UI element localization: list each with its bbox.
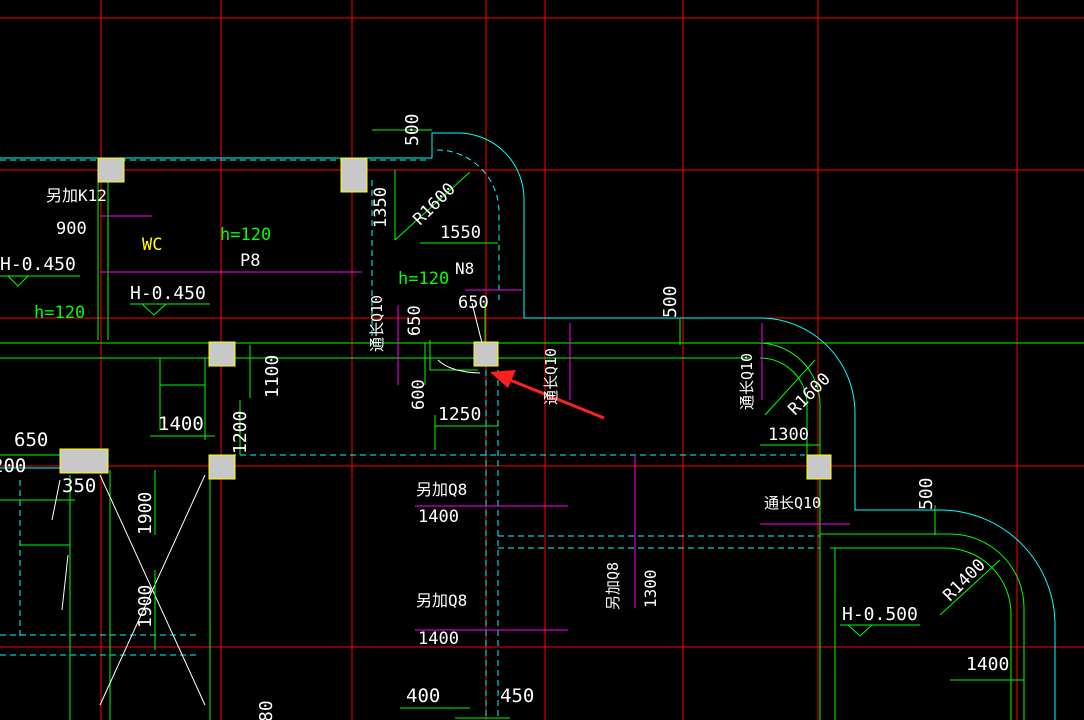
slab-edge-inner-arc	[436, 149, 500, 300]
dim-label: 650	[14, 429, 48, 451]
dim-label: 600	[409, 379, 429, 410]
dim-label: 350	[62, 475, 96, 497]
rebar-lines	[100, 215, 850, 631]
radius-label: R1600	[409, 179, 459, 229]
elevation-markers	[0, 275, 920, 637]
columns	[59, 157, 832, 480]
dim-label: 1400	[966, 654, 1009, 675]
dim-label: 1350	[371, 187, 391, 228]
dim-label: 500	[402, 113, 423, 146]
dim-line	[764, 359, 816, 416]
slab-thickness-label: h=120	[398, 269, 449, 289]
slab-code-label: P8	[240, 251, 260, 271]
column[interactable]	[340, 157, 368, 193]
dim-label: 1400	[418, 507, 459, 527]
elevation-label: H-0.500	[842, 604, 918, 625]
arrow-head	[490, 370, 516, 388]
dim-label: 400	[406, 685, 440, 707]
walls	[0, 180, 1084, 720]
rebar-label: 另加Q8	[604, 562, 622, 610]
dim-label: 1100	[262, 355, 283, 398]
rebar-label: 通长Q10	[738, 353, 756, 410]
construction-line	[471, 302, 483, 344]
elevation-triangle-icon	[140, 303, 168, 316]
wall-arc-lower	[820, 533, 1025, 720]
wall-arc-right-inner	[759, 357, 808, 455]
rebar-label: 通长Q10	[764, 494, 821, 512]
elevation-triangle-icon	[846, 624, 874, 637]
column[interactable]	[208, 454, 236, 480]
dim-label: 1900	[135, 585, 156, 628]
construction-lines	[51, 302, 483, 706]
dim-label: 1300	[768, 425, 809, 445]
column-highlighted[interactable]	[473, 341, 499, 367]
column[interactable]	[208, 341, 236, 367]
elevation-label: H-0.450	[0, 254, 76, 275]
dim-label: 650	[458, 293, 489, 313]
dim-label: 1200	[230, 411, 251, 454]
slab-thickness-label: h=120	[220, 225, 271, 245]
slab-code-label: N8	[455, 259, 474, 278]
dim-label: 1300	[641, 569, 660, 608]
construction-line	[61, 554, 69, 611]
dim-label: 500	[660, 285, 681, 318]
rebar-label: 另加Q8	[416, 591, 467, 610]
rebar-label: 通长Q10	[368, 295, 386, 352]
dim-label: 1900	[135, 492, 156, 535]
column[interactable]	[59, 448, 109, 474]
dim-line	[394, 171, 471, 241]
drawing-labels: 另加K12 900 WC h=120 P8 H-0.450 h=120 H-0.…	[0, 113, 1009, 720]
diagonal-line	[99, 474, 206, 706]
dim-label: 200	[0, 455, 26, 477]
dim-label: 650	[405, 305, 425, 336]
construction-curve	[437, 359, 481, 374]
slab-thickness-label: h=120	[34, 303, 85, 323]
dim-label: 1550	[440, 223, 481, 243]
dim-label: 1400	[418, 629, 459, 649]
dim-label: 450	[500, 685, 534, 707]
elevation-label: H-0.450	[130, 283, 206, 304]
red-arrow-icon	[490, 370, 605, 420]
dim-label: 80	[256, 700, 277, 720]
label-extra-k12: 另加K12	[46, 186, 107, 205]
rebar-label: 通长Q10	[542, 348, 560, 405]
dim-label: 900	[56, 219, 87, 239]
slab-edge-outer	[431, 132, 1056, 720]
column[interactable]	[97, 157, 125, 183]
radius-label: R1400	[939, 555, 989, 605]
dim-label: 1400	[158, 413, 204, 435]
dimension-lines	[150, 129, 1024, 719]
radius-label: R1600	[784, 369, 834, 419]
rebar-label: 另加Q8	[416, 480, 467, 499]
room-label-wc: WC	[142, 235, 162, 255]
column[interactable]	[806, 454, 832, 480]
dim-label: 1250	[438, 404, 481, 425]
wall-arc-right	[757, 342, 821, 455]
dim-line	[939, 559, 1001, 616]
arrow-shaft	[509, 378, 605, 420]
elevation-triangle-icon	[6, 275, 30, 287]
dim-label: 500	[916, 477, 937, 510]
construction-line	[51, 479, 61, 521]
